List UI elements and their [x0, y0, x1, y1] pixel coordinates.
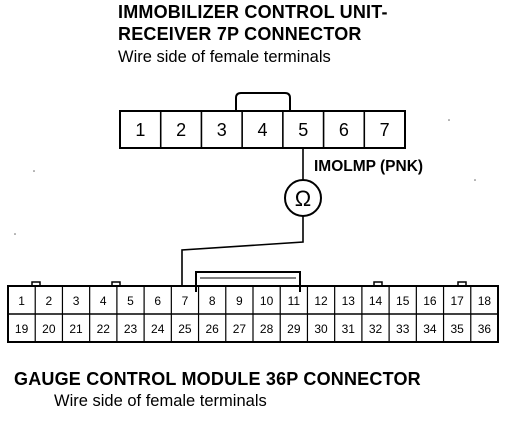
bottom-pin-11: 11: [288, 294, 301, 308]
top-connector-title-line2: RECEIVER 7P CONNECTOR: [118, 24, 362, 44]
bottom-pin-27: 27: [233, 322, 247, 336]
bottom-pin-12: 12: [314, 294, 328, 308]
bottom-pin-30: 30: [314, 322, 328, 336]
bottom-pin-21: 21: [69, 322, 83, 336]
imolmp-wire: IMOLMP (PNK): [181, 148, 423, 290]
bottom-pin-35: 35: [450, 322, 464, 336]
bottom-pin-20: 20: [42, 322, 56, 336]
bottom-pin-1: 1: [18, 294, 25, 308]
top-pin-7: 7: [380, 120, 390, 140]
bottom-pin-8: 8: [209, 294, 216, 308]
bottom-connector-subtitle: Wire side of female terminals: [54, 392, 267, 410]
bottom-pin-32: 32: [369, 322, 383, 336]
bottom-pin-25: 25: [178, 322, 192, 336]
bottom-pin-17: 17: [450, 294, 464, 308]
bottom-pin-2: 2: [45, 294, 52, 308]
bottom-pin-14: 14: [369, 294, 383, 308]
bottom-pin-6: 6: [154, 294, 161, 308]
bottom-pin-36: 36: [478, 322, 492, 336]
top-connector-subtitle: Wire side of female terminals: [118, 48, 331, 66]
bottom-pin-28: 28: [260, 322, 274, 336]
bottom-pin-7: 7: [182, 294, 189, 308]
bottom-pin-9: 9: [236, 294, 243, 308]
bottom-pin-4: 4: [100, 294, 107, 308]
bottom-pin-10: 10: [260, 294, 274, 308]
top-pin-4: 4: [257, 120, 267, 140]
bottom-pin-26: 26: [205, 322, 219, 336]
top-pin-6: 6: [339, 120, 349, 140]
bottom-connector-title: GAUGE CONTROL MODULE 36P CONNECTOR: [14, 369, 421, 389]
bottom-pin-13: 13: [342, 294, 356, 308]
bottom-pin-24: 24: [151, 322, 165, 336]
bottom-pin-22: 22: [97, 322, 111, 336]
top-connector: 1 2 3 4 5 6 7: [119, 92, 406, 149]
top-pin-2: 2: [176, 120, 186, 140]
wire-label: IMOLMP (PNK): [314, 158, 423, 175]
ohmmeter-icon: Ω: [284, 179, 322, 217]
bottom-pin-33: 33: [396, 322, 410, 336]
bottom-pin-19: 19: [15, 322, 29, 336]
top-pin-5: 5: [298, 120, 308, 140]
bottom-pin-34: 34: [423, 322, 437, 336]
bottom-pin-31: 31: [342, 322, 356, 336]
bottom-pin-3: 3: [73, 294, 80, 308]
bottom-pin-16: 16: [423, 294, 437, 308]
bottom-pin-15: 15: [396, 294, 410, 308]
ohm-symbol: Ω: [295, 186, 311, 211]
bottom-pin-29: 29: [287, 322, 301, 336]
top-connector-title-line1: IMMOBILIZER CONTROL UNIT-: [118, 2, 388, 22]
bottom-pin-5: 5: [127, 294, 134, 308]
top-pin-1: 1: [135, 120, 145, 140]
top-pin-3: 3: [217, 120, 227, 140]
bottom-pin-18: 18: [478, 294, 492, 308]
bottom-pin-23: 23: [124, 322, 138, 336]
